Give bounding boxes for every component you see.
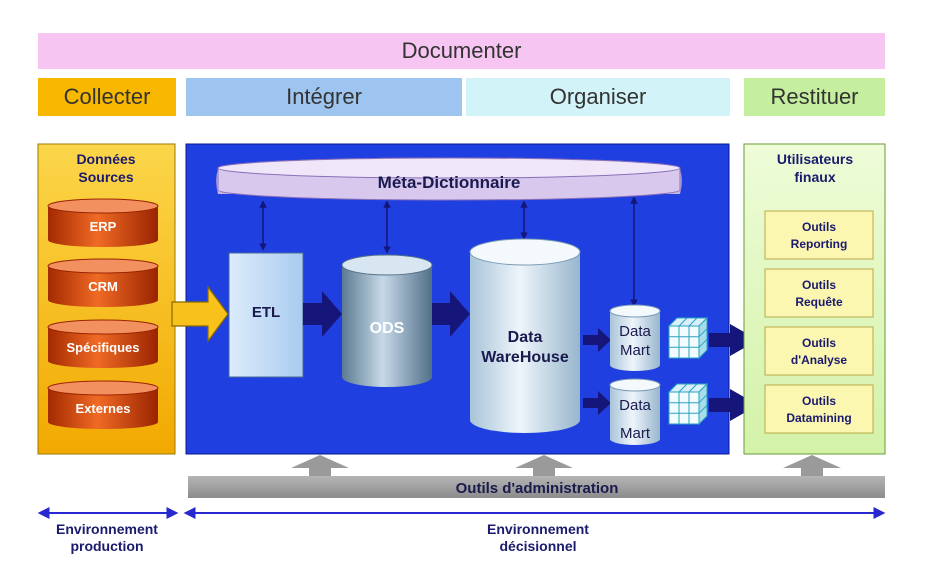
source-label-externes: Externes bbox=[76, 401, 131, 416]
tool-datamining-line1: Outils bbox=[802, 394, 836, 408]
documenter-band: Documenter bbox=[38, 33, 885, 69]
meta-dictionary: Méta-Dictionnaire bbox=[216, 157, 682, 201]
source-cylinder-crm: CRM bbox=[47, 258, 159, 307]
cube1-to-users-arrow bbox=[709, 324, 758, 356]
collecter-band: Collecter bbox=[38, 78, 176, 116]
sources-title-line2: Sources bbox=[78, 169, 133, 185]
decision-label-line2: décisionnel bbox=[499, 538, 576, 554]
ods-to-dw-arrow bbox=[432, 291, 470, 337]
admin-up-arrow-2 bbox=[515, 455, 573, 476]
users-title-line2: finaux bbox=[794, 169, 835, 185]
source-label-erp: ERP bbox=[90, 219, 117, 234]
tool-requete: Outils Requête bbox=[764, 268, 874, 318]
tool-requete-line2: Requête bbox=[795, 295, 843, 309]
source-cylinder-externes: Externes bbox=[47, 380, 159, 429]
sources-title-line1: Données bbox=[76, 151, 135, 167]
source-label-crm: CRM bbox=[88, 279, 118, 294]
datamart2-label-line2: Mart bbox=[620, 425, 651, 442]
admin-up-arrow-3 bbox=[783, 455, 841, 476]
decision-label-line1: Environnement bbox=[487, 521, 589, 537]
integrer-label: Intégrer bbox=[286, 84, 362, 109]
tool-analyse-line1: Outils bbox=[802, 336, 836, 350]
admin-up-arrow-1 bbox=[291, 455, 349, 476]
source-cylinder-erp: ERP bbox=[47, 198, 159, 247]
restituer-label: Restituer bbox=[770, 84, 859, 109]
datamart-cylinder-2: Data Mart bbox=[609, 378, 661, 445]
tool-datamining-line2: Datamining bbox=[786, 411, 851, 425]
integrer-band: Intégrer bbox=[186, 78, 462, 116]
restituer-band: Restituer bbox=[744, 78, 885, 116]
tool-reporting-line1: Outils bbox=[802, 220, 836, 234]
olap-cube-2-icon bbox=[668, 383, 708, 425]
datamart-cylinder-1: Data Mart bbox=[609, 304, 661, 371]
ods-cylinder: ODS bbox=[341, 254, 433, 387]
tool-requete-line1: Outils bbox=[802, 278, 836, 292]
tool-analyse-line2: d'Analyse bbox=[791, 353, 848, 367]
datamart1-label-line1: Data bbox=[619, 323, 651, 340]
production-label-line1: Environnement bbox=[56, 521, 158, 537]
etl-to-ods-arrow bbox=[303, 291, 342, 337]
tool-analyse: Outils d'Analyse bbox=[764, 326, 874, 376]
users-title-line1: Utilisateurs bbox=[777, 151, 853, 167]
production-label-line2: production bbox=[70, 538, 143, 554]
datamart2-label-line1: Data bbox=[619, 397, 651, 414]
olap-cube-1-icon bbox=[668, 317, 708, 359]
dw-to-datamart2-arrow bbox=[583, 391, 611, 415]
datawarehouse-cylinder: Data WareHouse bbox=[469, 238, 581, 433]
admin-label: Outils d'administration bbox=[456, 480, 619, 497]
dw-label-line1: Data bbox=[508, 329, 543, 346]
collecter-label: Collecter bbox=[63, 84, 151, 109]
datamart1-label-line2: Mart bbox=[620, 342, 651, 359]
sources-to-etl-arrow bbox=[171, 285, 229, 343]
ods-label: ODS bbox=[370, 320, 405, 337]
tool-reporting: Outils Reporting bbox=[764, 210, 874, 260]
source-label-specifiques: Spécifiques bbox=[67, 340, 140, 355]
meta-dictionary-label: Méta-Dictionnaire bbox=[378, 173, 521, 192]
tool-reporting-line2: Reporting bbox=[791, 237, 848, 251]
dw-label-line2: WareHouse bbox=[481, 349, 569, 366]
etl-label: ETL bbox=[252, 304, 280, 321]
tool-datamining: Outils Datamining bbox=[764, 384, 874, 434]
documenter-label: Documenter bbox=[401, 38, 522, 63]
organiser-label: Organiser bbox=[549, 84, 647, 109]
etl-box bbox=[228, 252, 304, 378]
cube2-to-users-arrow bbox=[709, 389, 758, 421]
organiser-band: Organiser bbox=[466, 78, 730, 116]
admin-bar bbox=[188, 476, 885, 498]
dw-to-datamart1-arrow bbox=[583, 328, 611, 352]
source-cylinder-specifiques: Spécifiques bbox=[47, 319, 159, 368]
